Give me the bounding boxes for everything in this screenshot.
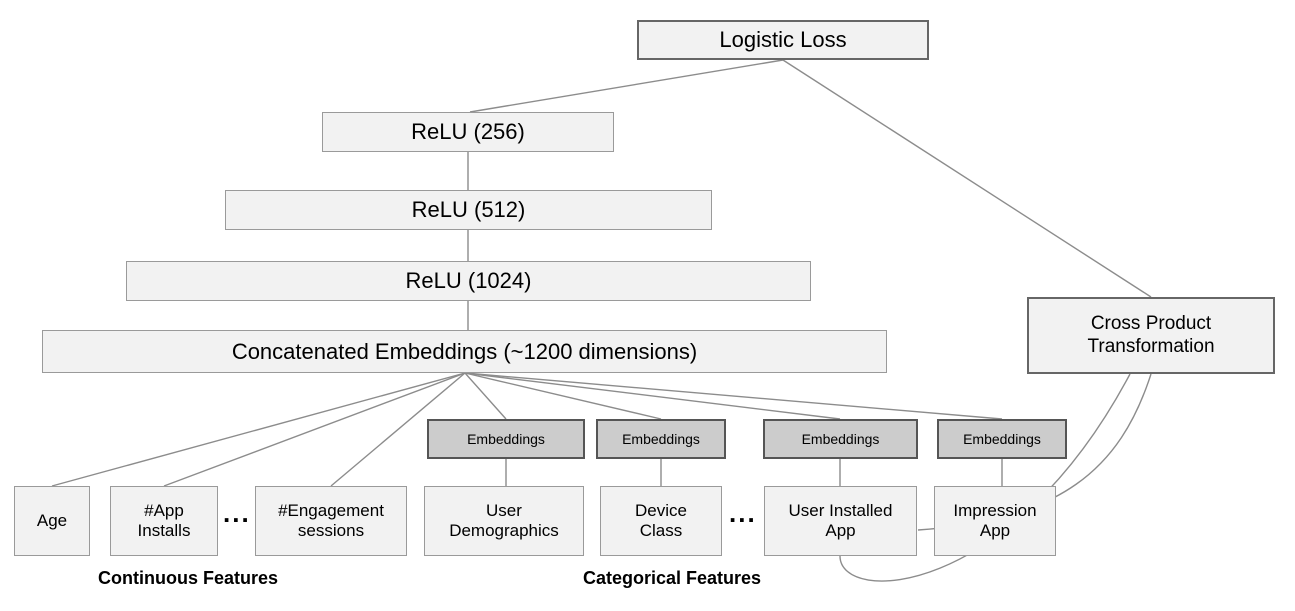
embeddings-impression-app-label: Embeddings: [963, 430, 1041, 447]
embeddings-device-class-label: Embeddings: [622, 430, 700, 447]
embeddings-impression-app[interactable]: Embeddings: [937, 419, 1067, 459]
embeddings-user-installed-app-label: Embeddings: [801, 430, 880, 447]
feature-age-label: Age: [36, 510, 68, 530]
edge-line-6: [163, 372, 466, 487]
edge-line-11: [464, 372, 1003, 420]
edge-line-10: [464, 372, 841, 420]
feature-user-demographics-label: User Demographics: [449, 500, 559, 540]
edge-line-0: [469, 59, 784, 113]
edge-line-5: [51, 372, 466, 487]
embeddings-device-class[interactable]: Embeddings: [596, 419, 726, 459]
ellipsis-continuous: ...: [223, 498, 251, 528]
node-cross-product-transformation-label: Cross Product Transformation: [1087, 313, 1215, 357]
node-relu-512-label: ReLU (512): [411, 197, 526, 223]
node-relu-512[interactable]: ReLU (512): [225, 190, 712, 230]
node-relu-1024-label: ReLU (1024): [405, 268, 532, 294]
node-logistic-loss-label: Logistic Loss: [719, 27, 847, 53]
feature-app-installs[interactable]: #App Installs: [110, 486, 218, 556]
node-relu-256[interactable]: ReLU (256): [322, 112, 614, 152]
feature-app-installs-label: #App Installs: [137, 500, 191, 540]
feature-engagement-sessions-label: #Engagement sessions: [278, 500, 384, 540]
node-cross-product-transformation[interactable]: Cross Product Transformation: [1027, 297, 1275, 374]
node-relu-256-label: ReLU (256): [411, 119, 525, 145]
node-concatenated-embeddings-label: Concatenated Embeddings (~1200 dimension…: [231, 338, 698, 364]
embeddings-user-installed-app[interactable]: Embeddings: [763, 419, 918, 459]
feature-age[interactable]: Age: [14, 486, 90, 556]
feature-device-class-label: Device Class: [635, 500, 687, 540]
edge-line-9: [464, 372, 662, 420]
feature-engagement-sessions[interactable]: #Engagement sessions: [255, 486, 407, 556]
embeddings-user-demographics-label: Embeddings: [467, 430, 545, 447]
embeddings-user-demographics[interactable]: Embeddings: [427, 419, 585, 459]
feature-impression-app[interactable]: Impression App: [934, 486, 1056, 556]
node-logistic-loss[interactable]: Logistic Loss: [637, 20, 929, 60]
caption-categorical-features: Categorical Features: [583, 568, 762, 588]
edge-line-1: [782, 59, 1152, 298]
node-relu-1024[interactable]: ReLU (1024): [126, 261, 811, 301]
feature-user-installed-app-label: User Installed App: [788, 500, 893, 540]
feature-device-class[interactable]: Device Class: [600, 486, 722, 556]
feature-impression-app-label: Impression App: [953, 500, 1037, 540]
caption-continuous-features: Continuous Features: [98, 568, 279, 588]
feature-user-installed-app[interactable]: User Installed App: [764, 486, 917, 556]
node-concatenated-embeddings[interactable]: Concatenated Embeddings (~1200 dimension…: [42, 330, 887, 373]
edge-line-8: [464, 372, 507, 420]
feature-user-demographics[interactable]: User Demographics: [424, 486, 584, 556]
ellipsis-categorical: ...: [729, 498, 757, 528]
